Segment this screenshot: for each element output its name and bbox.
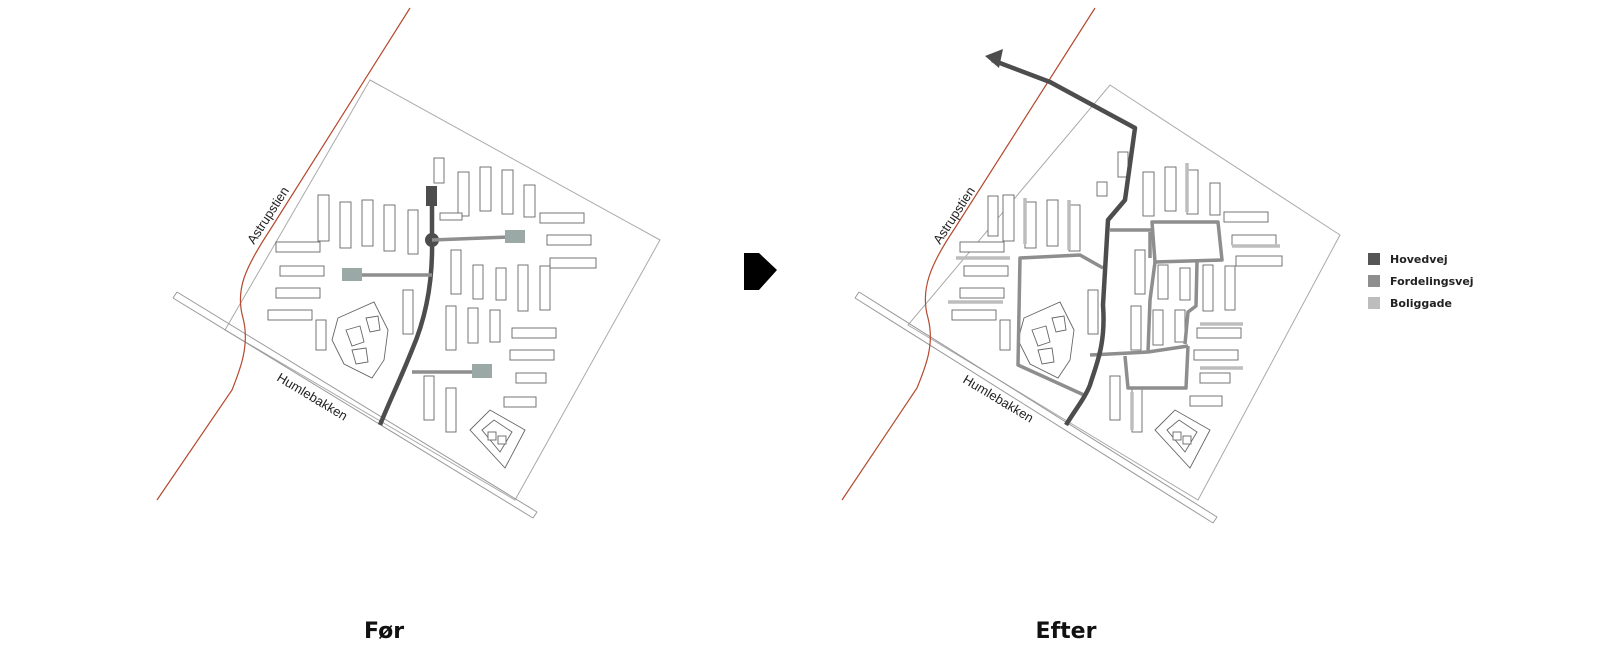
legend-swatch — [1368, 297, 1380, 309]
path-astrupstien — [841, 7, 1096, 501]
legend: Hovedvej Fordelingsvej Boliggade — [1368, 253, 1474, 310]
parking-2 — [342, 268, 362, 281]
legend-item-boliggade: Boliggade — [1368, 297, 1452, 310]
label-astrupstien-after: Astrupstien — [930, 184, 978, 247]
residential-streets — [948, 163, 1280, 430]
main-road-after — [991, 57, 1138, 427]
caption-after: Efter — [1036, 619, 1097, 644]
main-road-end — [426, 186, 437, 206]
buildings-after — [951, 151, 1283, 469]
plan-after: Astrupstien Humlebakken Efter — [841, 7, 1341, 644]
legend-label: Hovedvej — [1390, 253, 1448, 266]
parking-3 — [472, 364, 492, 378]
legend-label: Fordelingsvej — [1390, 275, 1474, 288]
caption-before: Før — [364, 619, 404, 644]
legend-swatch — [1368, 275, 1380, 287]
path-astrupstien — [156, 7, 411, 501]
legend-swatch — [1368, 253, 1380, 265]
roads-before — [342, 186, 525, 426]
plan-before: Astrupstien Humlebakken Før — [156, 7, 661, 644]
label-astrupstien-before: Astrupstien — [244, 184, 292, 247]
main-road-before — [377, 190, 435, 426]
legend-item-hovedvej: Hovedvej — [1368, 253, 1448, 266]
site-boundary — [224, 79, 661, 501]
parking-1 — [505, 230, 525, 243]
street-humlebakken — [172, 291, 538, 519]
buildings-before — [267, 157, 597, 469]
transition-arrow — [744, 253, 777, 290]
distribution-roads — [1016, 220, 1224, 397]
street-humlebakken — [854, 291, 1218, 524]
legend-label: Boliggade — [1390, 297, 1452, 310]
legend-item-fordelingsvej: Fordelingsvej — [1368, 275, 1474, 288]
main-road-arrowhead — [985, 49, 1003, 68]
